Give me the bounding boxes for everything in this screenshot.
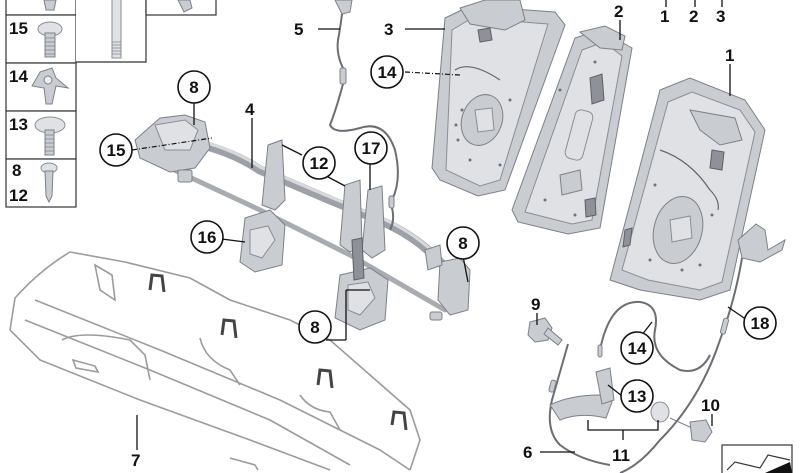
self-tapping-screw-icon bbox=[40, 162, 58, 204]
release-strap-11 bbox=[549, 367, 670, 423]
svg-text:14: 14 bbox=[628, 339, 647, 358]
callout-11: 11 bbox=[612, 446, 630, 465]
backrest-panel-3 bbox=[431, 0, 566, 197]
callout-17: 17 bbox=[354, 131, 388, 165]
callout-13: 13 bbox=[620, 379, 654, 413]
callout-14-lower: 14 bbox=[620, 331, 654, 365]
bolt-10 bbox=[669, 417, 713, 443]
svg-text:14: 14 bbox=[378, 63, 397, 82]
callout-14-upper: 14 bbox=[370, 55, 404, 89]
legend-label-13: 13 bbox=[9, 115, 28, 134]
svg-text:8: 8 bbox=[458, 234, 467, 253]
bowden-cable-5 bbox=[328, 0, 399, 231]
svg-text:12: 12 bbox=[310, 154, 329, 173]
legend-box-8-12 bbox=[5, 158, 77, 208]
svg-text:8: 8 bbox=[310, 318, 319, 337]
legend-label-12: 12 bbox=[9, 186, 28, 205]
legend-label-15: 15 bbox=[9, 19, 28, 38]
svg-text:16: 16 bbox=[198, 228, 217, 247]
backrest-panel-2 bbox=[511, 25, 633, 235]
callout-12: 12 bbox=[302, 146, 336, 180]
screw-icon bbox=[43, 0, 57, 11]
backrest-panel-1 bbox=[609, 77, 786, 301]
leader-lines bbox=[131, 0, 748, 453]
callout-3: 3 bbox=[384, 20, 393, 39]
cable-clip-icon bbox=[31, 67, 70, 105]
legend-box-nut bbox=[145, 0, 217, 16]
legend-label-14: 14 bbox=[9, 67, 28, 86]
callout-6: 6 bbox=[523, 443, 532, 462]
callout-9: 9 bbox=[531, 295, 540, 314]
svg-text:18: 18 bbox=[751, 314, 770, 333]
callout-2: 2 bbox=[614, 2, 623, 21]
svg-text:13: 13 bbox=[628, 387, 647, 406]
legend-box-bolt bbox=[76, 0, 147, 63]
callout-7: 7 bbox=[131, 451, 140, 470]
callout-16: 16 bbox=[190, 220, 224, 254]
wedge-icon bbox=[726, 454, 791, 471]
nut-icon bbox=[177, 0, 193, 13]
callout-15: 15 bbox=[99, 133, 133, 167]
callout-1: 1 bbox=[725, 46, 734, 65]
callout-18: 18 bbox=[743, 306, 777, 340]
release-knob-9 bbox=[527, 317, 563, 346]
long-bolt-icon bbox=[111, 0, 122, 59]
callout-8-c: 8 bbox=[298, 310, 332, 344]
legend-box-15 bbox=[5, 14, 77, 64]
pan-head-screw-icon bbox=[37, 21, 63, 58]
callout-4: 4 bbox=[245, 100, 255, 119]
callout-8-b: 8 bbox=[446, 226, 480, 260]
callout-2-top: 2 bbox=[689, 7, 698, 26]
legend-box-top bbox=[5, 0, 77, 16]
legend-column: 15 14 13 8 12 bbox=[5, 0, 217, 208]
callout-5: 5 bbox=[294, 20, 303, 39]
callout-8-a: 8 bbox=[177, 70, 211, 104]
callout-1-top: 1 bbox=[660, 7, 669, 26]
pan-head-screw-icon bbox=[34, 116, 66, 156]
hinge-tube-assembly-4 bbox=[134, 114, 471, 331]
svg-text:17: 17 bbox=[362, 139, 381, 158]
svg-text:8: 8 bbox=[189, 78, 198, 97]
callout-3-top: 3 bbox=[716, 7, 725, 26]
legend-label-8: 8 bbox=[12, 161, 21, 180]
svg-text:15: 15 bbox=[107, 141, 126, 160]
info-box bbox=[721, 444, 793, 473]
release-cables bbox=[548, 257, 743, 473]
callout-10: 10 bbox=[701, 396, 720, 415]
